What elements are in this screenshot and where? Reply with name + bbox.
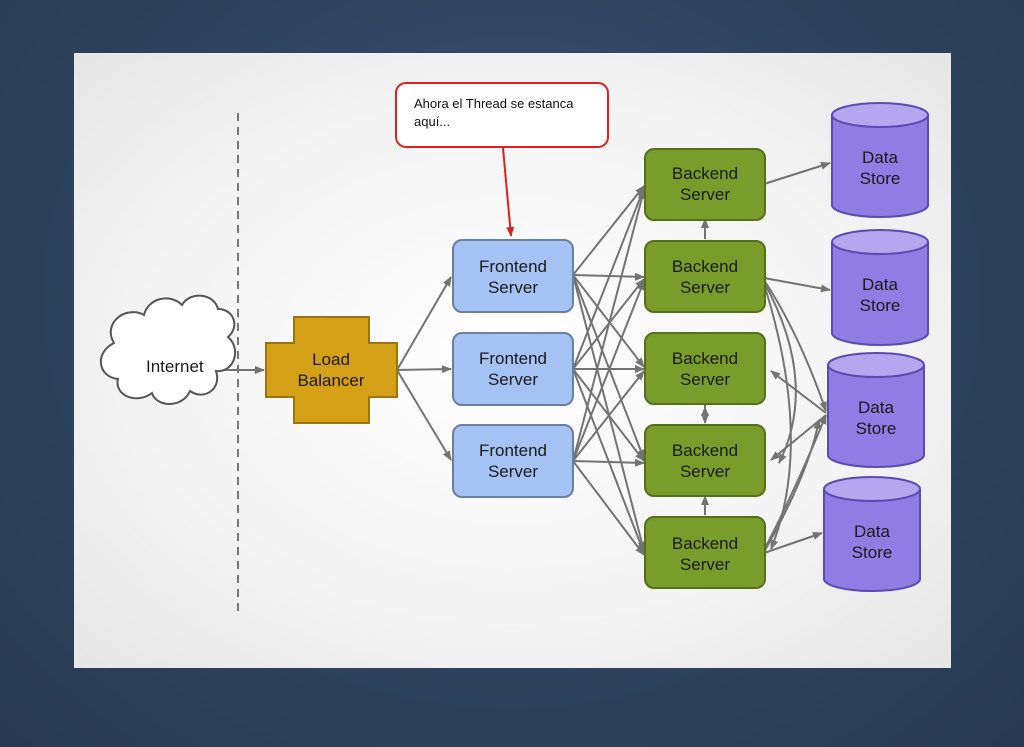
backend-label: Server <box>680 555 730 574</box>
frontend-server: Frontend Server <box>452 424 574 498</box>
data-store: Data Store <box>827 352 925 468</box>
frontend-label: Server <box>488 278 538 297</box>
backend-label: Backend <box>672 164 738 183</box>
backend-label: Backend <box>672 257 738 276</box>
callout-line-2: aquí... <box>414 114 450 129</box>
load-balancer: Load Balancer <box>265 316 398 424</box>
data-store-label: Data <box>854 522 890 541</box>
frontend-label: Server <box>488 370 538 389</box>
backend-label: Server <box>680 370 730 389</box>
data-store-label: Store <box>860 169 901 188</box>
diagram-slide: Ahora el Thread se estanca aquí... Inter… <box>74 53 951 668</box>
data-store-label: Store <box>856 419 897 438</box>
connectors <box>220 161 831 556</box>
backend-label: Backend <box>672 349 738 368</box>
load-balancer-label-1: Load <box>312 350 350 369</box>
backend-label: Server <box>680 185 730 204</box>
callout: Ahora el Thread se estanca aquí... <box>395 82 609 148</box>
frontend-label: Frontend <box>479 257 547 276</box>
data-store-label: Data <box>858 398 894 417</box>
data-store-label: Store <box>860 296 901 315</box>
frontend-label: Frontend <box>479 349 547 368</box>
data-store: Data Store <box>831 102 929 218</box>
callout-pointer <box>502 147 515 237</box>
backend-server: Backend Server <box>644 332 766 405</box>
internet-cloud: Internet <box>99 294 237 405</box>
frontend-server: Frontend Server <box>452 332 574 406</box>
data-store-label: Data <box>862 275 898 294</box>
data-store-label: Data <box>862 148 898 167</box>
data-store: Data Store <box>823 476 921 592</box>
internet-label: Internet <box>146 357 204 376</box>
backend-label: Backend <box>672 441 738 460</box>
backend-server: Backend Server <box>644 424 766 497</box>
frontend-label: Frontend <box>479 441 547 460</box>
data-store: Data Store <box>831 229 929 346</box>
backend-label: Backend <box>672 534 738 553</box>
frontend-server: Frontend Server <box>452 239 574 313</box>
architecture-diagram: Ahora el Thread se estanca aquí... Inter… <box>99 82 929 613</box>
backend-server: Backend Server <box>644 148 766 221</box>
load-balancer-label-2: Balancer <box>297 371 364 390</box>
data-store-label: Store <box>852 543 893 562</box>
backend-server: Backend Server <box>644 516 766 589</box>
callout-line-1: Ahora el Thread se estanca <box>414 96 574 111</box>
backend-label: Server <box>680 278 730 297</box>
backend-label: Server <box>680 462 730 481</box>
frontend-label: Server <box>488 462 538 481</box>
backend-server: Backend Server <box>644 240 766 313</box>
